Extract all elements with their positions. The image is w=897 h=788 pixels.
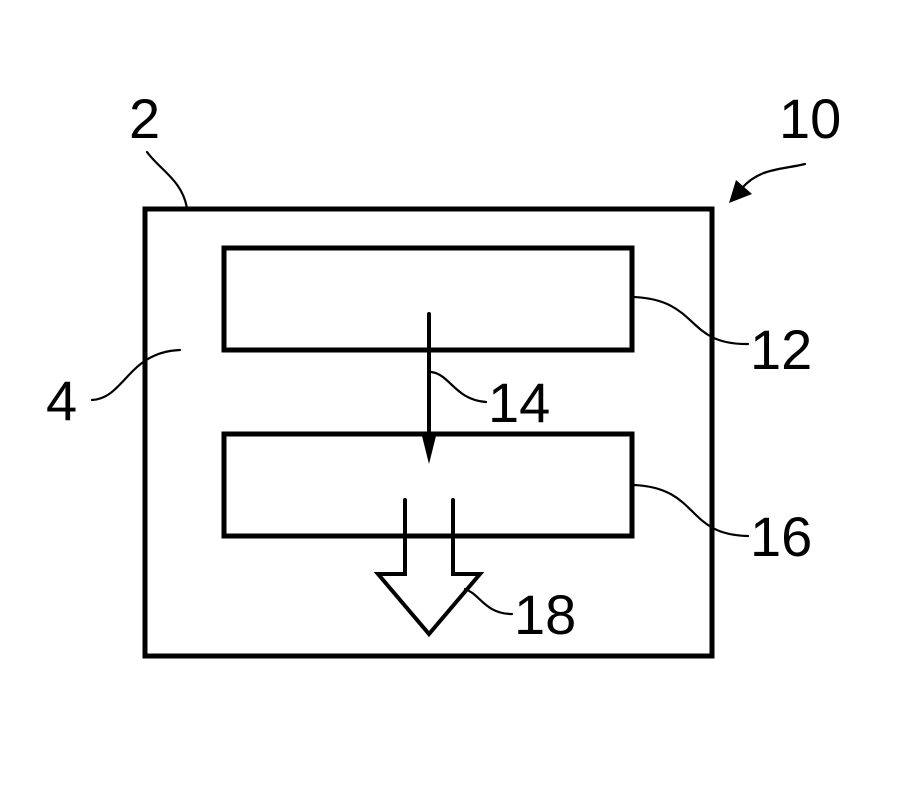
device-leader-arrowhead	[729, 180, 752, 203]
first-module-leader-line	[634, 297, 748, 344]
signal-arrow-leader-line	[431, 372, 486, 402]
first-module-label: 12	[750, 318, 812, 381]
housing-leader-line	[147, 152, 187, 208]
second-module-leader-line	[634, 485, 748, 536]
interior-leader-line	[92, 350, 180, 400]
device-label: 10	[779, 87, 841, 150]
output-arrow-label: 18	[514, 583, 576, 646]
signal-arrow-label: 14	[488, 371, 550, 434]
output-arrow-leader-line	[465, 589, 512, 614]
device-leader-line	[742, 164, 805, 188]
signal-arrow-head	[421, 432, 437, 464]
second-module-label: 16	[750, 505, 812, 568]
interior-label: 4	[46, 369, 77, 432]
housing-label: 2	[129, 87, 160, 150]
output-arrow	[378, 500, 480, 634]
